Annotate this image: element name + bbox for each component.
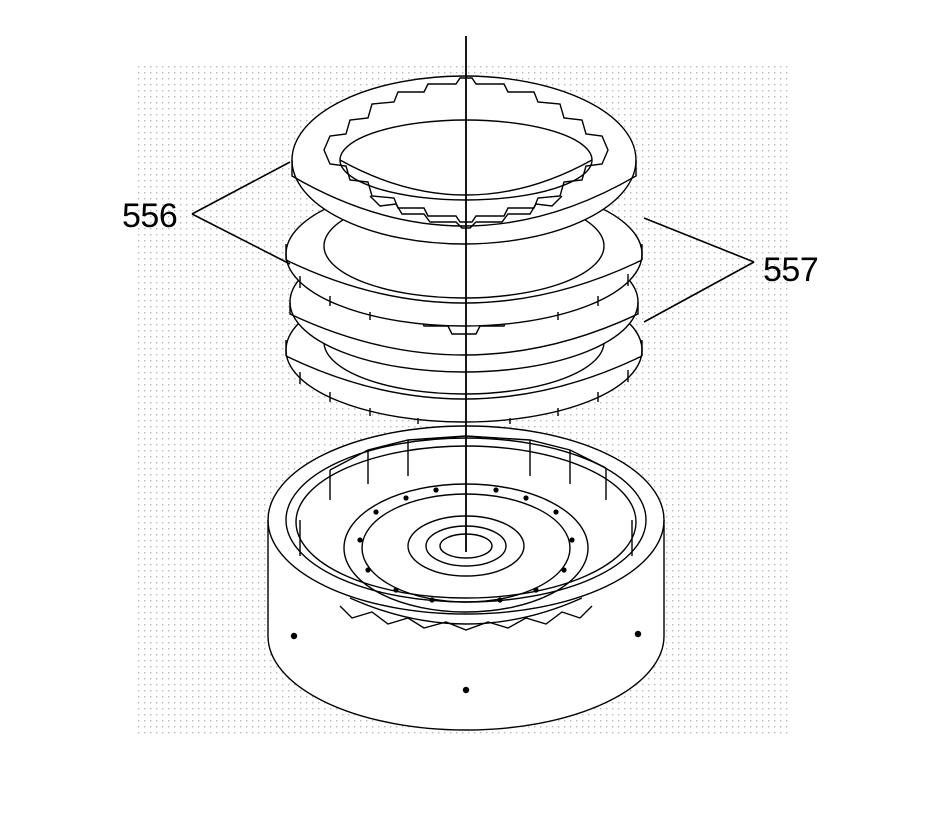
leader-lines-556	[191, 161, 291, 265]
leader-lines-557	[643, 217, 755, 323]
clutch-drum-housing	[267, 425, 665, 731]
callout-label-556: 556	[122, 197, 178, 235]
callout-label-557: 557	[763, 251, 819, 289]
housing-holes	[290, 487, 642, 694]
friction-plate-556-upper	[291, 75, 637, 245]
